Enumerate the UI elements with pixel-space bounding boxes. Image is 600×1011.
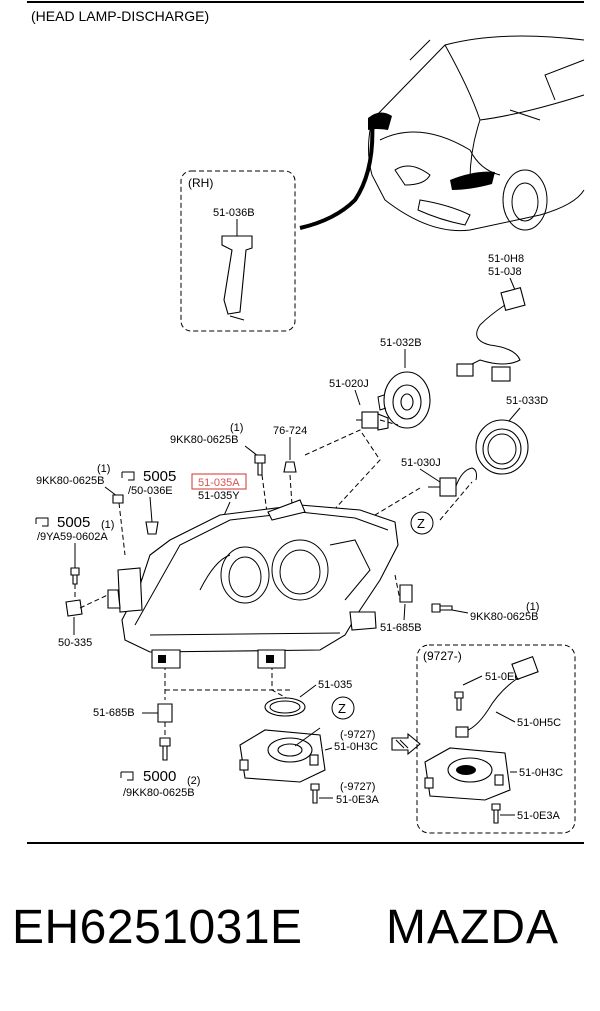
torque-icon-5005-b xyxy=(35,517,49,527)
label-76-724: 76-724 xyxy=(273,425,307,437)
label-51-035Y: 51-035Y xyxy=(198,490,240,502)
label-51-020J: 51-020J xyxy=(329,378,369,390)
label-torque-5005-a: 5005 xyxy=(143,468,176,485)
cable-51-0H5C xyxy=(455,656,539,738)
zoom-marker-bottom xyxy=(331,696,355,720)
clip-50-036E xyxy=(145,521,159,535)
label-51-0E3A-old: 51-0E3A xyxy=(336,794,379,806)
label-range-9727-b: (-9727) xyxy=(340,781,375,793)
label-9YA59-0602A: /9YA59-0602A xyxy=(37,531,108,543)
bulb-51-020J xyxy=(356,411,389,431)
screw-51-0E3A-old xyxy=(310,783,320,804)
arrow-replaced-by-icon xyxy=(391,732,421,756)
label-range-9727-a: (-9727) xyxy=(340,729,375,741)
label-bolt-left: 9KK80-0625B xyxy=(36,475,105,487)
torque-icon-5005-a xyxy=(121,471,135,481)
bracket-51-036B xyxy=(221,235,253,315)
label-torque-5000-qty: (2) xyxy=(187,775,200,787)
label-bolt-top-qty: (1) xyxy=(230,422,243,434)
label-bolt-left-qty: (1) xyxy=(97,463,110,475)
lh-headlamp-location xyxy=(450,171,495,190)
harness-51-0H8 xyxy=(456,287,526,382)
label-50-335: 50-335 xyxy=(58,637,92,649)
label-51-035: 51-035 xyxy=(318,679,352,691)
leader-callout xyxy=(299,119,375,230)
rh-group-box xyxy=(180,170,296,332)
rh-group-label: (RH) xyxy=(188,176,213,190)
igniter-51-030J xyxy=(428,467,477,497)
label-9KK80-5000: /9KK80-0625B xyxy=(123,787,195,799)
label-51-685B-left: 51-685B xyxy=(93,707,135,719)
label-51-685B-right: 51-685B xyxy=(380,622,422,634)
zoom-marker-top-label: Z xyxy=(417,516,425,531)
bolt-left-icon xyxy=(112,494,124,504)
label-bolt-top: 9KK80-0625B xyxy=(170,434,239,446)
part-50-335 xyxy=(65,599,83,617)
label-51-030J: 51-030J xyxy=(401,457,441,469)
label-50-036E: /50-036E xyxy=(128,485,173,497)
label-51-036B: 51-036B xyxy=(213,207,255,219)
label-51-032B: 51-032B xyxy=(380,337,422,349)
label-51-0H3C-new: 51-0H3C xyxy=(519,767,563,779)
label-bolt-right: 9KK80-0625B xyxy=(470,611,539,623)
screw-51-0E6 xyxy=(454,691,464,711)
car-illustration xyxy=(299,35,585,232)
label-51-0J8: 51-0J8 xyxy=(488,266,522,278)
bracket-51-685B-right xyxy=(399,584,413,603)
bolt-top-icon xyxy=(254,454,266,476)
zoom-marker-top xyxy=(410,511,434,535)
socket-51-032B xyxy=(377,371,431,429)
label-51-0H5C: 51-0H5C xyxy=(517,717,561,729)
diagram-title: (HEAD LAMP-DISCHARGE) xyxy=(31,8,209,24)
variant-9727-box xyxy=(416,644,576,834)
ballast-51-0H3C-old xyxy=(239,727,333,783)
label-51-0H8: 51-0H8 xyxy=(488,253,524,265)
label-51-0E6: 51-0E6 xyxy=(485,671,520,683)
screw-51-0E3A-new xyxy=(491,803,501,824)
highlight-51-035A xyxy=(191,473,247,490)
label-51-035A: 51-035A xyxy=(198,477,240,489)
variant-9727-label: (9727-) xyxy=(423,649,462,663)
torque-icon-5000 xyxy=(120,771,134,781)
label-51-0E3A-new: 51-0E3A xyxy=(517,810,560,822)
label-bolt-right-qty: (1) xyxy=(526,601,539,613)
label-torque-5005-b-qty: (1) xyxy=(101,519,114,531)
cap-51-033D xyxy=(475,419,529,475)
exploded-parts-diagram: (HEAD LAMP-DISCHARGE) (RH) 51-036B 51-0H… xyxy=(27,1,585,844)
brand-name: MAZDA xyxy=(386,901,559,954)
part-number: EH6251031E xyxy=(12,901,303,954)
label-torque-5005-b: 5005 xyxy=(57,514,90,531)
bracket-51-685B-left xyxy=(157,703,173,723)
label-51-0H3C-old: 51-0H3C xyxy=(334,741,378,753)
clip-76-724 xyxy=(283,461,297,473)
label-51-033D: 51-033D xyxy=(506,395,548,407)
bolt-5000-icon xyxy=(159,737,171,761)
bolt-9YA59-icon xyxy=(70,567,80,585)
headlamp-assembly xyxy=(107,499,399,669)
label-torque-5000: 5000 xyxy=(143,768,176,785)
ballast-51-0H3C-new xyxy=(424,747,517,801)
zoom-marker-bottom-label: Z xyxy=(338,701,346,716)
bolt-right-icon xyxy=(431,603,453,613)
